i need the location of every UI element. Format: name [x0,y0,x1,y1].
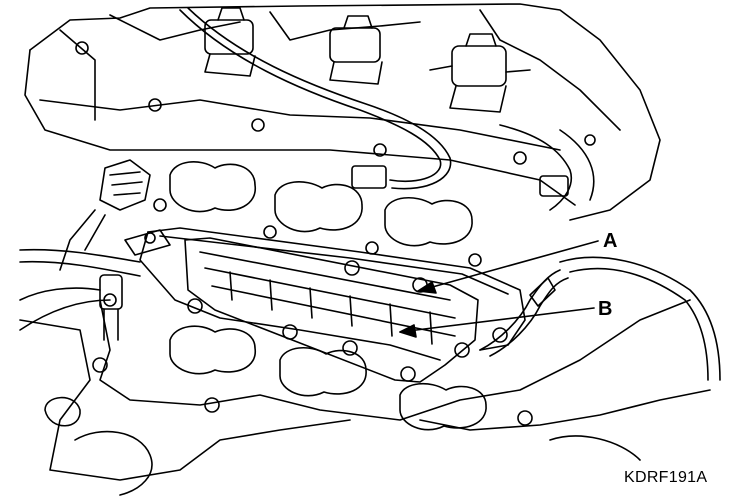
leader-line-a [418,241,598,293]
ignition-coil-middle [330,16,382,84]
wiring-harness [180,8,594,210]
lower-engine-block [20,294,710,495]
right-hose [480,257,720,380]
left-connector-cluster [20,160,150,330]
left-sensor [100,230,170,340]
figure-code: KDRF191A [624,469,708,486]
cover-plate-b [185,238,507,382]
intake-ports-upper [154,162,481,266]
leader-line-b [400,308,594,337]
ignition-coil-right [430,34,530,112]
callout-label-b: B [598,298,613,320]
callout-label-a: A [603,230,618,252]
cylinder-head-upper [25,4,660,220]
ignition-coil-left [205,8,255,76]
